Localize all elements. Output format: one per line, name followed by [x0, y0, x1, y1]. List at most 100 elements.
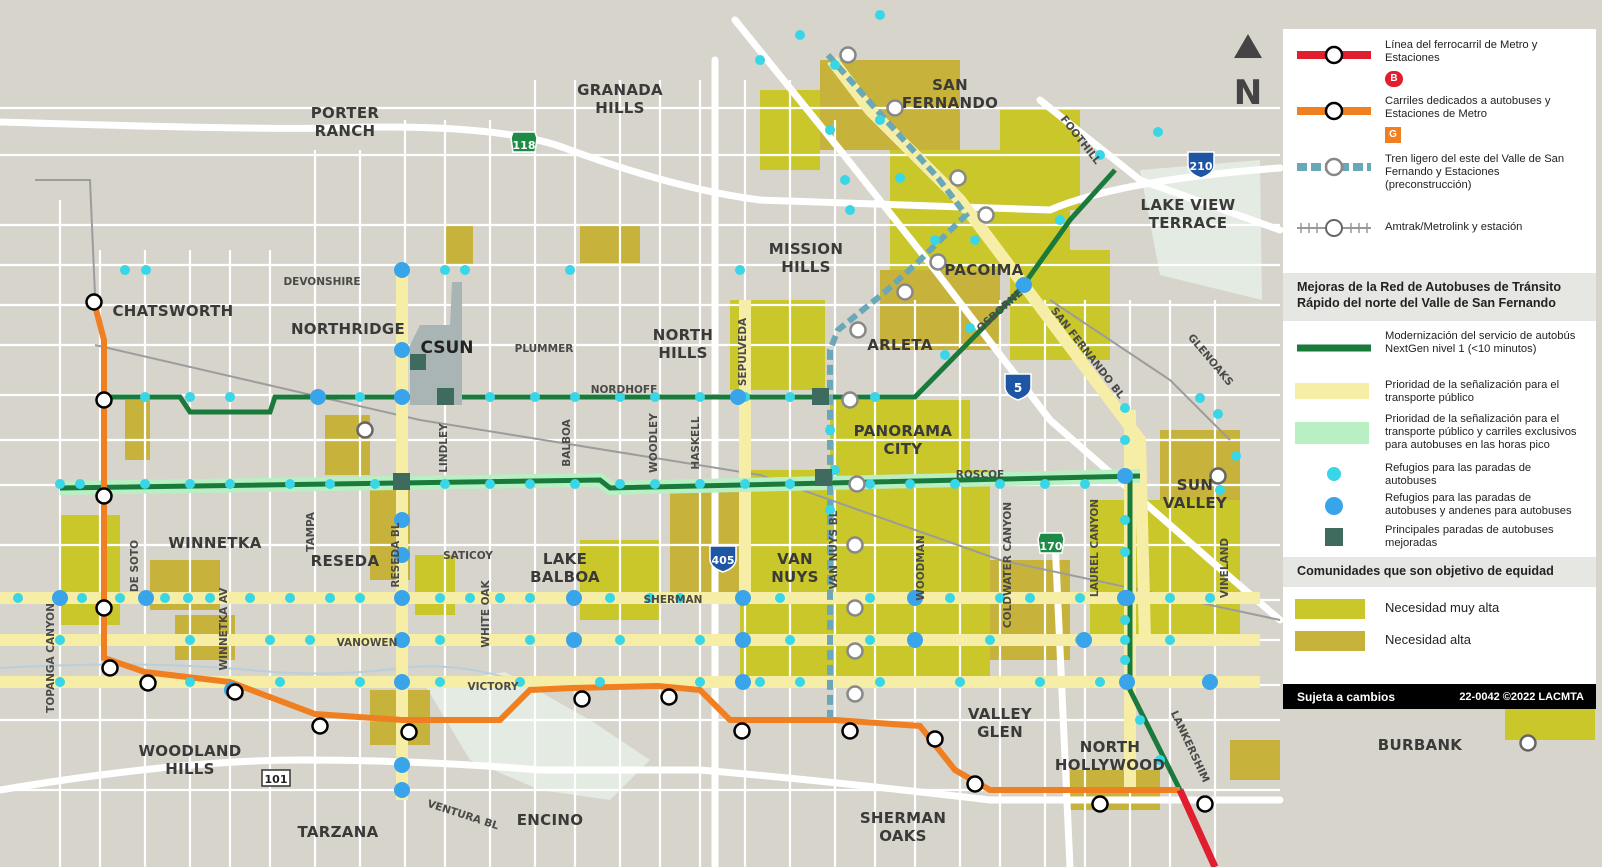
- bus-stop: [1165, 593, 1175, 603]
- freeway-101: [0, 756, 1284, 804]
- rail-station: [356, 421, 374, 439]
- bus-stop: [1205, 593, 1215, 603]
- legend-amtrak: Amtrak/Metrolink y estación: [1283, 214, 1596, 244]
- rail-station: [95, 599, 113, 617]
- bus-stop: [825, 425, 835, 435]
- street-label: VAN NUYS BL: [828, 510, 840, 589]
- rail-station: [139, 674, 157, 692]
- bus-stop: [55, 479, 65, 489]
- shield-i405: 405: [709, 545, 737, 573]
- bus-stop-platform: [735, 590, 751, 606]
- bus-stop: [355, 677, 365, 687]
- bus-stop: [1120, 515, 1130, 525]
- bus-stop: [650, 479, 660, 489]
- legend-east-valley-label: Tren ligero del este del Valle de San Fe…: [1385, 153, 1565, 191]
- legend-nextgen: Modernización del servicio de autobús Ne…: [1283, 329, 1596, 369]
- legend-high-need-label: Necesidad alta: [1385, 632, 1471, 647]
- nextgen-nordhoff: [100, 168, 1117, 415]
- bus-stop: [695, 392, 705, 402]
- shield-us101: 101: [261, 769, 291, 787]
- rail-station: [841, 722, 859, 740]
- equity-area: [415, 555, 455, 615]
- bus-stop: [435, 593, 445, 603]
- street-label: VICTORY: [468, 681, 519, 693]
- svg-text:170: 170: [1040, 540, 1063, 553]
- svg-text:118: 118: [513, 139, 536, 152]
- legend-nextgen-icon: [1297, 344, 1371, 352]
- street-label: SATICOY: [443, 550, 493, 562]
- bus-stops: [13, 10, 1241, 798]
- bus-stop-platform: [394, 342, 410, 358]
- subject-to-change-label: Sujeta a cambios: [1297, 690, 1396, 704]
- bus-stop: [830, 60, 840, 70]
- bus-stop: [265, 635, 275, 645]
- street-label: PLUMMER: [515, 343, 574, 355]
- bus-stop: [755, 55, 765, 65]
- legend-equity-heading: Comunidades que son objetivo de equidad: [1283, 557, 1596, 587]
- bus-stop: [695, 635, 705, 645]
- bus-stop: [485, 479, 495, 489]
- bus-stop: [160, 593, 170, 603]
- rail-station: [841, 391, 859, 409]
- bus-stop: [440, 265, 450, 275]
- bus-stop: [1040, 479, 1050, 489]
- bus-stop: [615, 635, 625, 645]
- bus-stop-platform: [907, 632, 923, 648]
- rail-station: [400, 723, 418, 741]
- major-stop: [812, 388, 829, 405]
- rail-station: [846, 642, 864, 660]
- street-label: ROSCOE: [956, 469, 1004, 481]
- legend-footer: Sujeta a cambios 22-0042 ©2022 LACMTA: [1283, 684, 1596, 709]
- label-csun: CSUN: [420, 338, 473, 358]
- bus-stop: [355, 593, 365, 603]
- bus-stop: [1120, 435, 1130, 445]
- legend-metro-rail-label: Línea del ferrocarril de Metro y Estacio…: [1385, 39, 1538, 64]
- rail-station: [95, 487, 113, 505]
- street-label: TOPANGA CANYON: [45, 603, 57, 713]
- equity-area: [830, 400, 970, 470]
- bus-stop: [865, 593, 875, 603]
- bus-stop: [740, 479, 750, 489]
- freeway-210: [1036, 96, 1284, 234]
- bus-stop-platform: [394, 674, 410, 690]
- bus-stop: [995, 593, 1005, 603]
- street-label: BALBOA: [561, 418, 573, 466]
- rail-station: [1091, 795, 1109, 813]
- bus-stop-platform: [394, 757, 410, 773]
- bus-stop: [205, 593, 215, 603]
- equity-area: [1160, 430, 1240, 500]
- rail-station: [846, 599, 864, 617]
- legend-signal-priority-lanes-swatch: [1295, 422, 1369, 444]
- equity-area: [1000, 110, 1080, 210]
- legend-shelters-platforms: Refugios para las paradas de autobuses y…: [1283, 492, 1596, 522]
- bus-stop-platform: [735, 674, 751, 690]
- street-label: VINELAND: [1219, 538, 1231, 599]
- metro-g-line: [91, 301, 1180, 793]
- label-tarzana: TARZANA: [298, 823, 379, 841]
- bus-stop: [530, 392, 540, 402]
- rail-station: [1519, 734, 1537, 752]
- bus-stop-platform: [394, 782, 410, 798]
- label-chatsworth: CHATSWORTH: [112, 302, 233, 320]
- legend-high-need-swatch: [1295, 631, 1365, 651]
- bus-stop: [77, 593, 87, 603]
- legend-signal-priority: Prioridad de la señalización para el tra…: [1283, 377, 1596, 409]
- rail-station: [311, 717, 329, 735]
- bus-stop-platform: [1119, 674, 1135, 690]
- bus-stop: [185, 635, 195, 645]
- bus-stop-platform: [735, 632, 751, 648]
- bus-stop: [225, 479, 235, 489]
- legend-g-line-badge: G: [1385, 127, 1401, 143]
- rail-station: [226, 683, 244, 701]
- rail-station: [926, 730, 944, 748]
- svg-text:101: 101: [265, 773, 288, 786]
- bus-stop: [1035, 677, 1045, 687]
- major-stops: [393, 388, 832, 490]
- bus-stop: [905, 479, 915, 489]
